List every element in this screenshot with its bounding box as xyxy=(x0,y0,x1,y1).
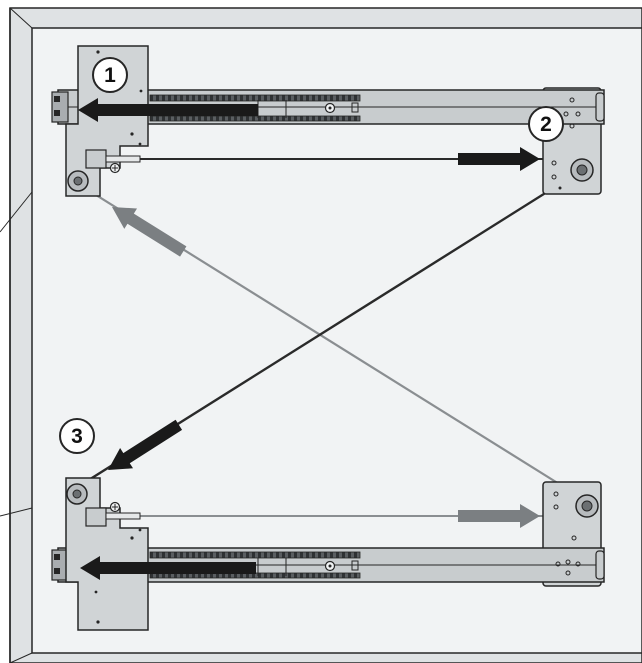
callout-3: 3 xyxy=(59,418,95,454)
callout-3-label: 3 xyxy=(71,425,83,448)
arrow-top-right xyxy=(458,147,540,171)
arrow-bottom-left xyxy=(80,556,256,580)
callout-2: 2 xyxy=(528,106,564,142)
callout-1-label: 1 xyxy=(104,64,116,87)
arrow-dark-diagonal xyxy=(108,419,183,470)
direction-arrows xyxy=(78,98,540,580)
bottom-rail-assembly xyxy=(51,477,605,631)
callout-2-label: 2 xyxy=(540,113,552,136)
arrow-bottom-right xyxy=(458,504,540,528)
arrow-grey-diagonal xyxy=(112,207,187,257)
leader-lines xyxy=(0,191,33,517)
callout-1: 1 xyxy=(92,57,128,93)
arrow-top-left xyxy=(78,98,258,122)
